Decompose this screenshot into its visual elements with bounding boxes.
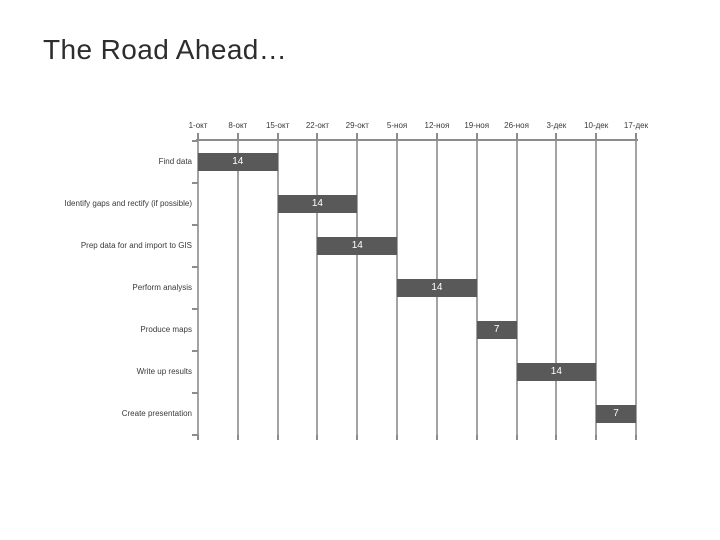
gridline [595, 141, 598, 435]
x-axis-tick-label: 19-ноя [464, 121, 490, 130]
x-axis-tick [236, 133, 239, 139]
task-label: Find data [158, 157, 192, 166]
x-axis-tick [197, 133, 199, 139]
gridline [356, 141, 359, 435]
x-axis-tick-label: 17-дек [623, 121, 649, 130]
x-axis-tick [515, 133, 518, 139]
gantt-bar: 14 [198, 153, 278, 171]
x-axis-tick [276, 435, 279, 440]
bar-value-label: 14 [550, 366, 562, 377]
slide-title: The Road Ahead… [43, 34, 288, 65]
x-axis-tick [356, 435, 359, 440]
y-axis-tick [192, 266, 198, 268]
gantt-bar: 14 [277, 195, 358, 213]
x-axis-tick-label: 22-окт [305, 121, 330, 130]
gridline [276, 141, 279, 435]
bar-value-label: 7 [493, 324, 500, 335]
x-axis-tick [396, 133, 399, 139]
bar-value-label: 14 [232, 156, 244, 167]
y-axis-tick [192, 308, 198, 310]
x-axis-tick [316, 133, 319, 139]
gantt-bar: 7 [476, 321, 517, 339]
x-axis-tick [515, 435, 518, 440]
x-axis-tick-label: 3-дек [546, 121, 567, 130]
task-label: Produce maps [140, 325, 192, 334]
x-axis-tick-label: 26-ноя [504, 121, 529, 130]
x-axis-tick [435, 133, 438, 139]
x-axis-tick [635, 133, 637, 139]
y-axis-tick [192, 140, 198, 142]
gridline [475, 141, 478, 435]
x-axis-tick [555, 133, 558, 139]
x-axis-tick-label: 1-окт [188, 121, 208, 130]
x-axis-tick [197, 435, 199, 440]
x-axis-tick [475, 133, 478, 139]
gantt-bar: 14 [397, 279, 477, 297]
gridline [197, 141, 199, 435]
task-label: Identify gaps and rectify (if possible) [64, 199, 192, 208]
bar-value-label: 7 [613, 408, 619, 419]
gridline [515, 141, 518, 435]
task-label: Create presentation [121, 409, 192, 418]
y-axis-tick [192, 350, 198, 352]
bar-value-label: 14 [311, 198, 323, 209]
x-axis-tick [316, 435, 319, 440]
x-axis-tick-label: 29-окт [345, 121, 369, 130]
task-label: Write up results [136, 367, 192, 376]
x-axis-tick-label: 12-ноя [424, 121, 450, 130]
y-axis-tick [192, 182, 198, 184]
x-axis-tick-label: 8-окт [228, 121, 248, 130]
gridline [236, 141, 239, 435]
x-axis-tick-label: 15-окт [265, 121, 290, 130]
y-axis-tick [192, 224, 198, 226]
x-axis-tick [475, 435, 478, 440]
x-axis-tick-label: 5-ноя [386, 121, 408, 130]
gridline [316, 141, 319, 435]
x-axis-tick [555, 435, 558, 440]
x-axis-tick [595, 133, 598, 139]
y-axis-tick [192, 434, 198, 436]
x-axis-tick-label: 10-дек [584, 121, 609, 130]
x-axis-tick [595, 435, 598, 440]
task-label: Perform analysis [132, 283, 192, 292]
gridline [635, 141, 637, 435]
gantt-bar: 14 [516, 363, 597, 381]
x-axis-tick [435, 435, 438, 440]
x-axis-tick [236, 435, 239, 440]
gridline [555, 141, 558, 435]
bar-value-label: 14 [351, 240, 363, 251]
task-label: Prep data for and import to GIS [80, 241, 192, 250]
bar-value-label: 14 [431, 282, 443, 293]
x-axis-tick [635, 435, 637, 440]
gantt-bar: 14 [317, 237, 398, 255]
x-axis-tick [276, 133, 279, 139]
y-axis-tick [192, 392, 198, 394]
x-axis-tick [356, 133, 359, 139]
x-axis-tick [396, 435, 399, 440]
x-axis-line [196, 139, 638, 141]
gantt-bar: 7 [596, 405, 636, 423]
